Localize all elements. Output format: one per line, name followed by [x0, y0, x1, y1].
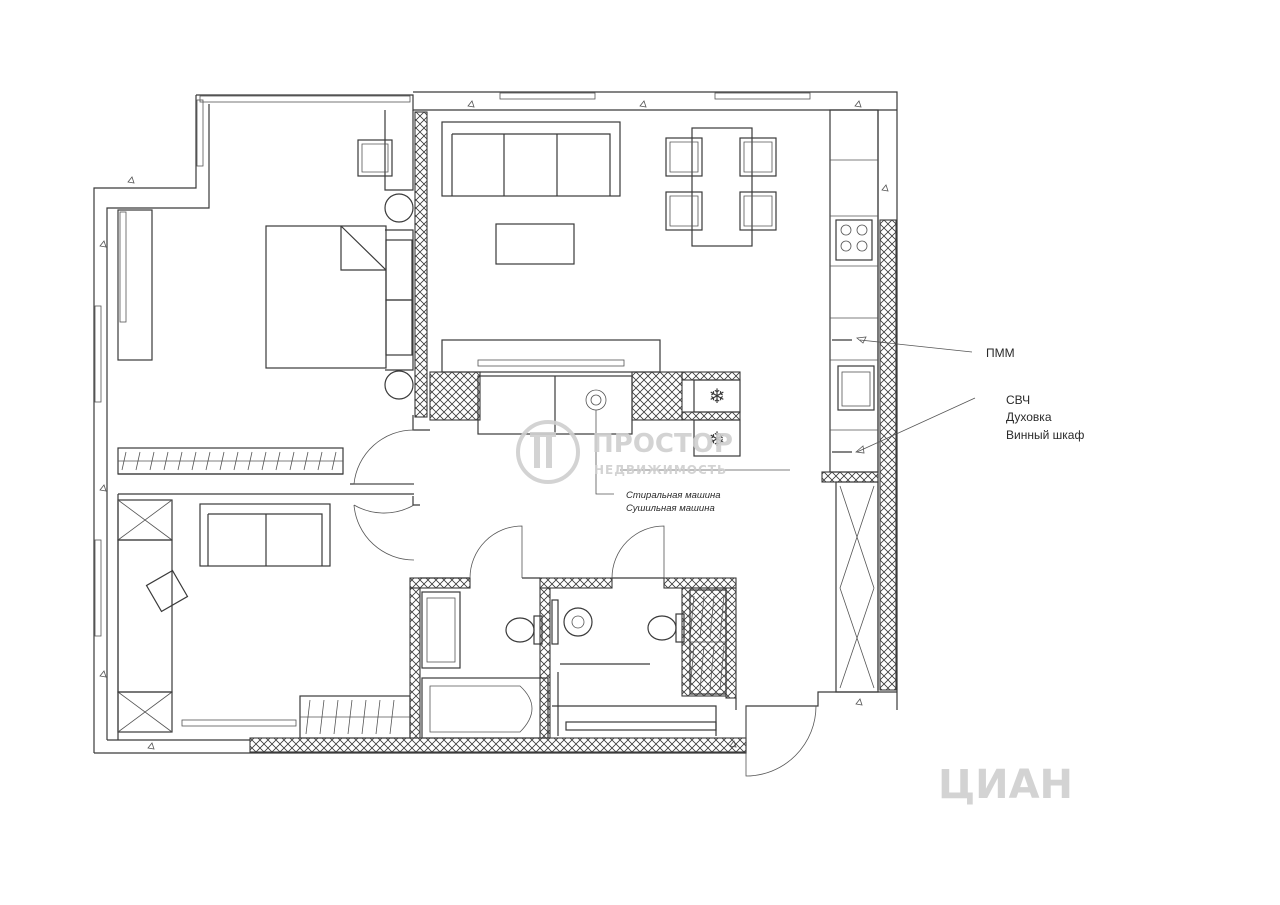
toilet-2	[647, 615, 677, 641]
label-dryer: Сушильная машина	[626, 503, 715, 514]
bed-pillow-area	[385, 239, 413, 301]
corner-watermark: ЦИАН	[938, 762, 1073, 808]
watermark-logo-icon	[516, 420, 580, 484]
watermark: ПРОСТОР НЕДВИЖИМОСТЬ ЦИАН	[516, 420, 1073, 808]
dining-chair	[665, 191, 703, 231]
living-room	[441, 121, 777, 373]
nightstand-bottom	[384, 370, 414, 400]
hatched-walls	[249, 111, 897, 753]
watermark-brand: ПРОСТОР	[592, 429, 733, 459]
label-microwave: СВЧ	[1006, 393, 1030, 407]
wardrobe-left	[117, 209, 153, 361]
bedroom	[117, 139, 414, 475]
label-dishwasher: ПММ	[986, 346, 1015, 360]
svg-text:❄: ❄	[709, 427, 726, 451]
armchair	[357, 139, 393, 177]
dining-chair	[739, 191, 777, 231]
leader-lines	[595, 336, 976, 495]
outer-walls	[93, 91, 898, 754]
coffee-table	[495, 223, 575, 265]
label-oven: Духовка	[1006, 410, 1052, 424]
dining-chair	[665, 137, 703, 177]
shower-tray	[421, 591, 461, 669]
sofa	[441, 121, 621, 197]
cooktop	[835, 219, 873, 261]
washbasin	[563, 607, 593, 637]
study-room	[117, 499, 411, 739]
double-bed	[265, 225, 387, 369]
label-washing-machine: Стиральная машина	[626, 490, 721, 501]
kitchen-sink	[837, 365, 875, 411]
dining-table	[691, 127, 753, 247]
tv-cabinet	[441, 339, 661, 373]
watermark-subtitle: НЕДВИЖИМОСТЬ	[594, 463, 727, 477]
fridge-freezer	[693, 379, 741, 413]
toilet	[505, 617, 535, 643]
bathrooms	[421, 589, 727, 739]
dining-chair	[739, 137, 777, 177]
office-chair	[145, 569, 189, 613]
door-swings	[353, 429, 817, 777]
fridge	[693, 419, 741, 457]
wardrobe-right	[835, 481, 879, 693]
bathtub	[421, 677, 549, 739]
kitchen-counter	[829, 109, 879, 473]
nightstand-top	[384, 193, 414, 223]
desk	[117, 539, 173, 693]
label-wine-cabinet: Винный шкаф	[1006, 428, 1084, 442]
sofa-small	[199, 503, 331, 567]
annotations: ПММ СВЧ Духовка Винный шкаф Стиральная м…	[626, 346, 1084, 514]
svg-text:❄: ❄	[709, 384, 726, 408]
